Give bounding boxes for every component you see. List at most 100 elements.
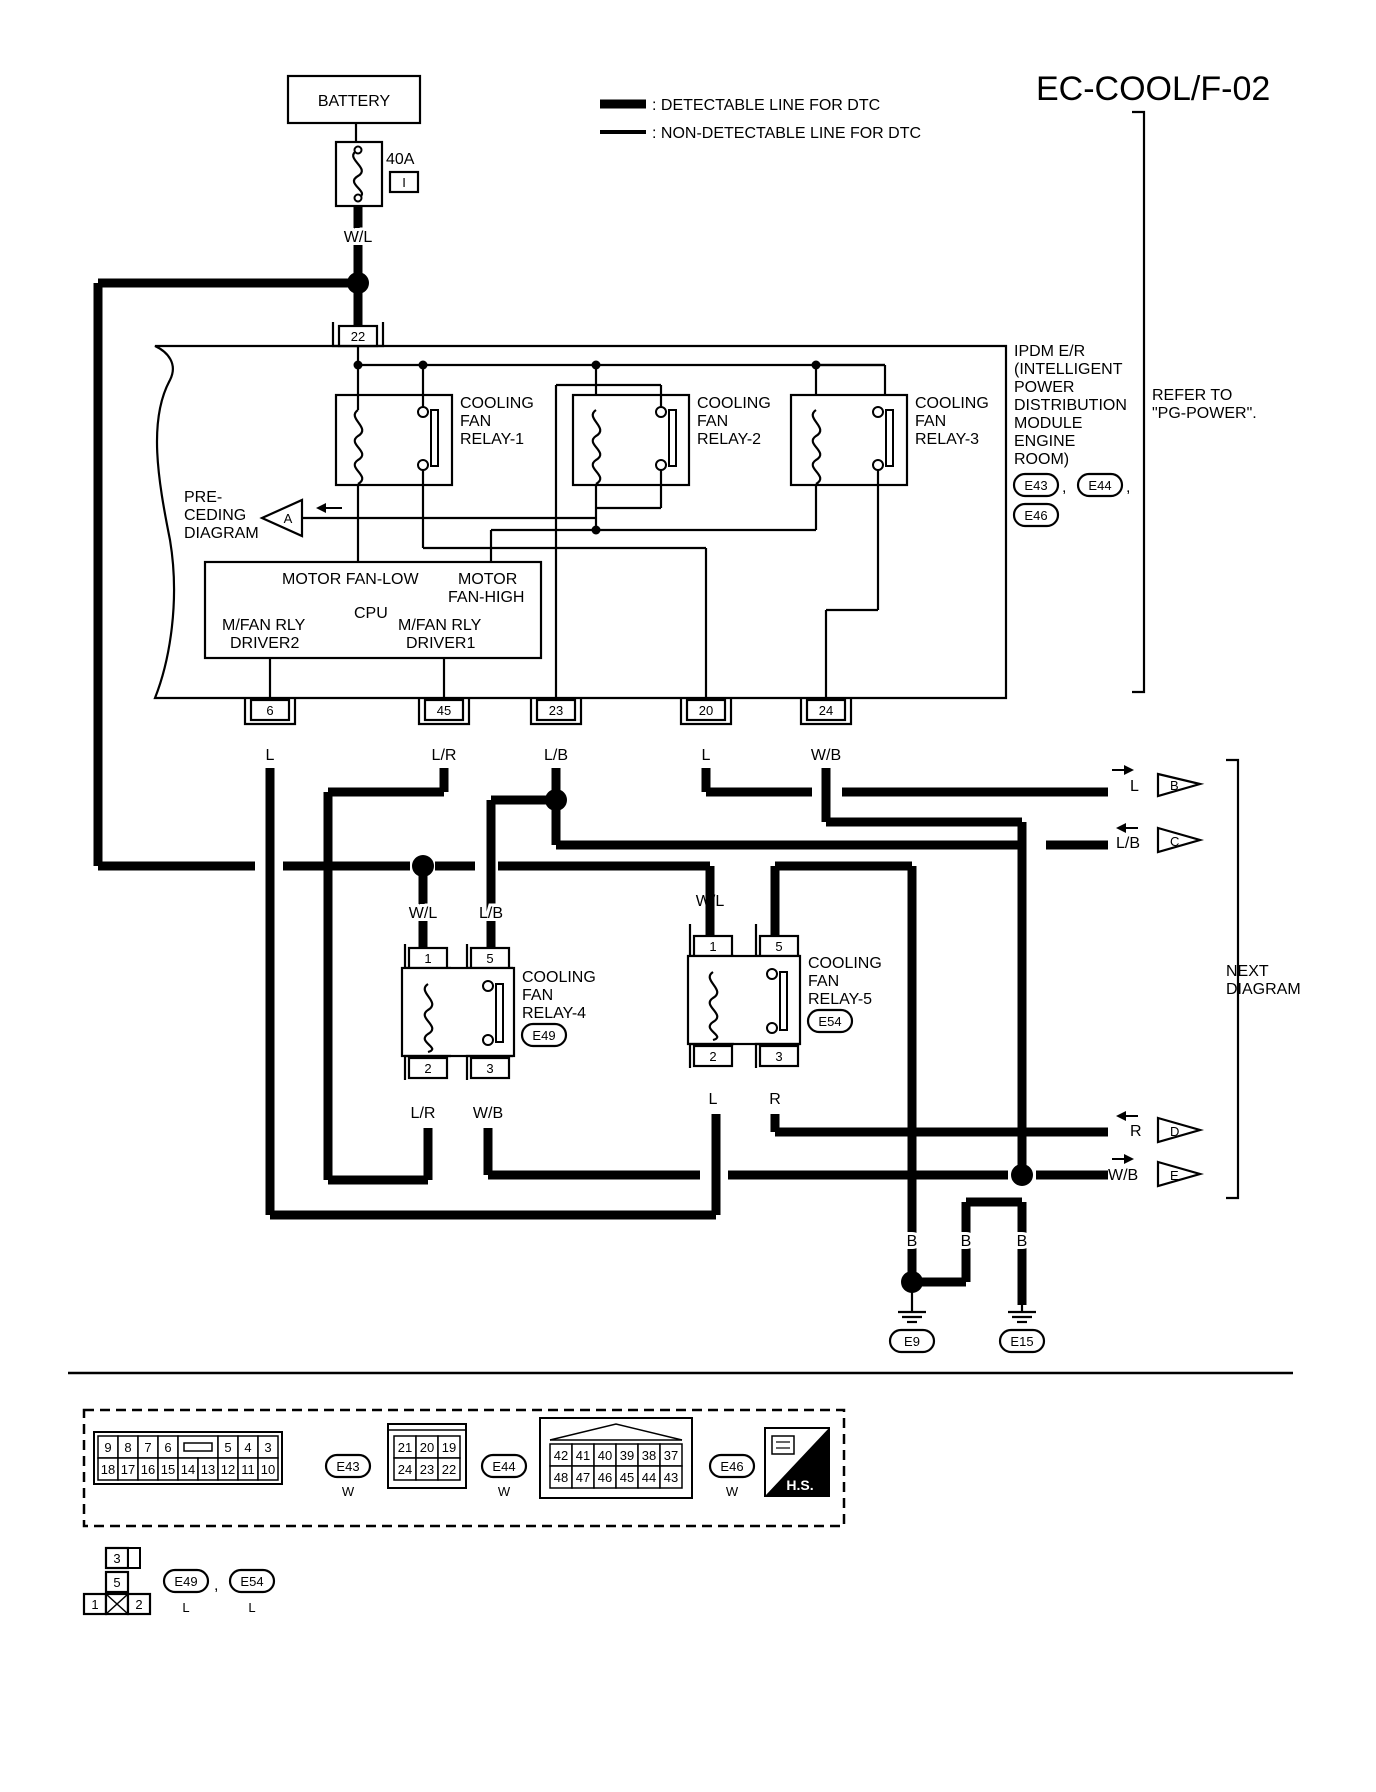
e46-pin: 43	[664, 1470, 678, 1485]
relay-2-coil-icon	[591, 409, 602, 485]
ground-splice	[901, 1271, 923, 1293]
svg-text:D: D	[1170, 1124, 1179, 1139]
connector-e49-label: E49	[174, 1574, 197, 1589]
e43-pin: 14	[181, 1462, 195, 1477]
relay-1-label-1: COOLING	[460, 395, 534, 412]
svg-text:L/B: L/B	[1116, 835, 1140, 852]
wire-r5-2: L	[709, 1091, 718, 1108]
svg-text:3: 3	[486, 1061, 493, 1076]
ipdm-label-7: ROOM)	[1014, 451, 1069, 468]
relay-4-label-3: RELAY-4	[522, 1005, 586, 1022]
connector-e46-tag	[708, 1453, 756, 1479]
output-c-arrow	[1156, 826, 1205, 854]
wire-r5-5: B	[770, 893, 781, 910]
relay-5-coil-icon	[708, 971, 719, 1042]
ipdm-outline	[153, 344, 1008, 700]
svg-text:B: B	[1170, 778, 1179, 793]
ipdm-conn-e44-label: E44	[1088, 478, 1111, 493]
e46-pin: 42	[554, 1448, 568, 1463]
ipdm-conn-e43-label: E43	[1024, 478, 1047, 493]
ipdm-conn-e43	[1012, 472, 1060, 498]
connector-e44-tag	[480, 1453, 528, 1479]
fuse-icon	[352, 149, 364, 200]
output-a: A	[284, 511, 293, 526]
preceding-label-1: PRE-	[184, 489, 222, 506]
wire-r4-3: W/B	[473, 1105, 503, 1122]
svg-text:L: L	[1130, 778, 1139, 795]
wire-p24: W/B	[811, 747, 841, 764]
e46-pin: 41	[576, 1448, 590, 1463]
connector-pin-23: 23	[529, 698, 583, 726]
svg-text:1: 1	[91, 1597, 98, 1612]
ground-e9-icon	[898, 1290, 926, 1324]
wire-r4-1: W/L	[409, 905, 438, 922]
svg-text:23: 23	[549, 703, 563, 718]
splice-point-wb	[1011, 1164, 1033, 1186]
svg-text:1: 1	[424, 951, 431, 966]
wire-r5-3: R	[769, 1091, 781, 1108]
cpu-driver2-1: M/FAN RLY	[222, 617, 306, 634]
e43-pin: 10	[261, 1462, 275, 1477]
fuse-rating: 40A	[386, 151, 415, 168]
ipdm-conn-e46	[1012, 502, 1060, 528]
relay-5-bottom-connectors: 2 3	[688, 1042, 800, 1068]
connector-e49-color: L	[182, 1600, 189, 1615]
svg-text:3: 3	[113, 1551, 120, 1566]
diagram-title: EC-COOL/F-02	[1036, 70, 1270, 108]
pin-22: 22	[351, 329, 365, 344]
relay-connector-face: 3 5 1 2	[82, 1546, 152, 1616]
e44-pin: 22	[442, 1462, 456, 1477]
preceding-label-2: CEDING	[184, 507, 246, 524]
e46-pin: 46	[598, 1470, 612, 1485]
e44-pin: 23	[420, 1462, 434, 1477]
svg-text:5: 5	[486, 951, 493, 966]
wire-p45: L/R	[432, 747, 457, 764]
wire-p20: L	[702, 747, 711, 764]
ground-e15	[998, 1328, 1046, 1354]
e43-pin: 13	[201, 1462, 215, 1477]
wire-r4-5: L/B	[479, 905, 503, 922]
e46-pin: 45	[620, 1470, 634, 1485]
svg-text:1: 1	[709, 939, 716, 954]
wire-p6: L	[266, 747, 275, 764]
wire-label-wl-top: W/L	[344, 229, 373, 246]
fuse-id: I	[402, 175, 406, 190]
relay-5-contact-icon	[779, 971, 788, 1031]
ipdm-conn-e44	[1076, 472, 1124, 498]
e43-pin: 6	[164, 1440, 171, 1455]
relay-5-label-2: FAN	[808, 973, 839, 990]
fuse-id-box	[388, 170, 420, 194]
connector-e43-tag	[324, 1453, 372, 1479]
svg-text:45: 45	[437, 703, 451, 718]
svg-text:W/B: W/B	[1108, 1167, 1138, 1184]
harness-side-label: H.S.	[786, 1477, 813, 1493]
svg-text:2: 2	[135, 1597, 142, 1612]
svg-text:,: ,	[1126, 479, 1130, 496]
svg-text:3: 3	[775, 1049, 782, 1064]
connector-pin-45: 45	[417, 698, 471, 726]
svg-text:5: 5	[775, 939, 782, 954]
connector-pin-24: 24	[799, 698, 853, 726]
relay-2-contact-icon	[668, 409, 677, 467]
e46-pin: 47	[576, 1470, 590, 1485]
relay-3-contact-icon	[885, 409, 894, 467]
e43-pin: 12	[221, 1462, 235, 1477]
ipdm-bracket	[1132, 110, 1146, 694]
cpu-driver2-2: DRIVER2	[230, 635, 299, 652]
e44-pin: 20	[420, 1440, 434, 1455]
connector-e54-color: L	[248, 1600, 255, 1615]
relay-4-conn-e49	[520, 1022, 568, 1048]
e43-pin: 5	[224, 1440, 231, 1455]
svg-text:C: C	[1170, 834, 1179, 849]
refer-label-2: "PG-POWER".	[1152, 405, 1257, 422]
battery-label: BATTERY	[318, 93, 391, 110]
ipdm-label-4: DISTRIBUTION	[1014, 397, 1127, 414]
svg-text:2: 2	[424, 1061, 431, 1076]
svg-text:,: ,	[214, 1577, 218, 1594]
preceding-arrow-a	[259, 498, 304, 538]
legend-detectable: : DETECTABLE LINE FOR DTC	[652, 97, 880, 114]
connector-pin-6: 6	[243, 698, 297, 726]
connector-e44-label: E44	[492, 1459, 515, 1474]
relay-3-label-1: COOLING	[915, 395, 989, 412]
